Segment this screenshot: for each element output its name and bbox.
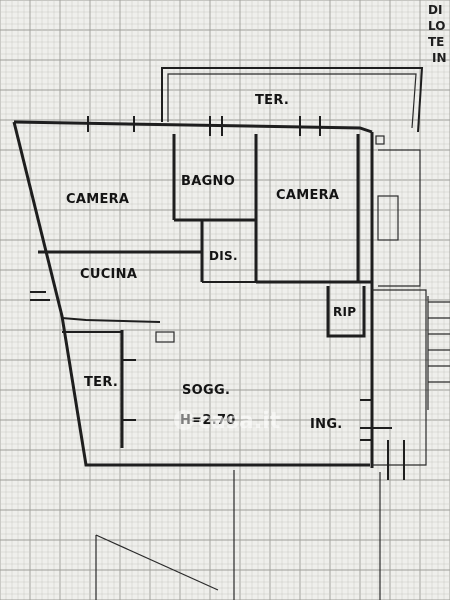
right-square-marker <box>375 135 385 145</box>
terrace-top-outline <box>161 67 424 133</box>
label-terrace-top: TER. <box>255 93 289 108</box>
corner-text-line-2: LO <box>428 19 445 33</box>
outer-wall-left <box>12 121 370 467</box>
watermark: casa.it <box>174 409 281 434</box>
terrace-top-inner <box>167 73 417 129</box>
wall-entrance <box>360 399 372 441</box>
corner-text: DI LO TE IN <box>428 3 447 65</box>
label-ingresso: ING. <box>310 417 343 432</box>
label-ceiling-height: H=2.70 <box>180 413 236 428</box>
stair-hatching <box>427 296 450 410</box>
label-ripostiglio: RIP <box>333 305 356 319</box>
walls <box>12 67 450 600</box>
label-terrace-left: TER. <box>84 375 118 390</box>
label-disimpegno: DIS. <box>209 249 238 263</box>
right-annex <box>372 289 427 466</box>
kitchen-fixture <box>155 331 175 343</box>
label-cucina: CUCINA <box>80 267 137 282</box>
lower-annex <box>95 470 381 600</box>
label-bagno: BAGNO <box>181 174 235 189</box>
label-camera-right: CAMERA <box>276 188 339 203</box>
opening-ticks <box>30 116 405 480</box>
outer-wall-top <box>13 120 373 134</box>
wall-kitchen-bottom <box>61 317 161 323</box>
corner-text-line-3: TE <box>428 35 444 49</box>
corner-text-line-1: DI <box>428 3 442 17</box>
right-small-box <box>377 195 399 241</box>
room-labels: TER. CAMERA BAGNO CAMERA DIS. CUCINA RIP… <box>66 93 356 432</box>
label-camera-left: CAMERA <box>66 192 129 207</box>
watermark-text: casa.it <box>198 409 281 434</box>
wall-rip <box>326 286 366 338</box>
corner-text-line-4: IN <box>432 51 447 65</box>
right-annex-inner <box>378 149 421 287</box>
watermark-logo-icon <box>174 410 194 430</box>
label-soggiorno: SOGG. <box>182 383 230 398</box>
